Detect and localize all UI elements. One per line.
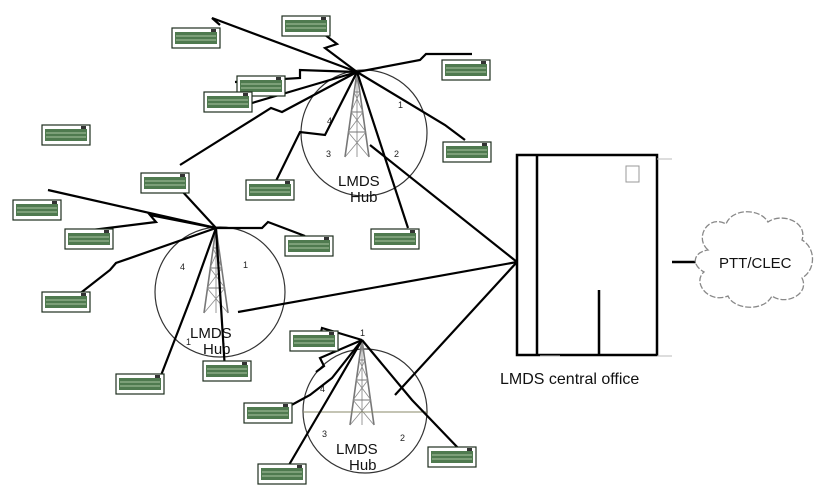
subscriber-terminal-icon	[427, 446, 477, 468]
hub-2-label-line1: LMDS	[190, 325, 232, 342]
hub-3-sector-label: 4	[320, 384, 325, 394]
lightning-link-icon	[216, 220, 306, 238]
subscriber-terminal-icon	[289, 330, 339, 352]
lightning-link-icon	[77, 226, 217, 296]
hub-2: LMDS Hub 1 4 1	[47, 177, 306, 379]
subscriber-terminal-icon	[370, 228, 420, 250]
subscriber-terminal-icon	[441, 59, 491, 81]
central-office-outline	[515, 153, 659, 357]
hub-1-sector-label: 1	[398, 100, 403, 110]
lightning-link-icon	[158, 227, 218, 379]
hub-3-label-line2: Hub	[349, 457, 377, 474]
hub-3-label-line1: LMDS	[336, 441, 378, 458]
lightning-link-icon	[211, 16, 358, 74]
hub-2-sector-label: 4	[180, 262, 185, 272]
subscriber-terminal-icon	[171, 27, 221, 49]
lightning-link-icon	[273, 71, 358, 186]
central-office-window	[625, 165, 640, 183]
hub-1-label-line2: Hub	[350, 189, 378, 206]
hub-1-sector-label: 3	[326, 149, 331, 159]
lightning-link-icon	[91, 213, 217, 232]
cloud-label: PTT/CLEC	[719, 255, 792, 272]
lightning-link-icon	[356, 71, 466, 141]
subscriber-terminal-icon	[442, 141, 492, 163]
subscriber-terminal-icon	[257, 463, 307, 485]
subscriber-terminal-icon	[140, 172, 190, 194]
hub-1-label-line1: LMDS	[338, 173, 380, 190]
lightning-link-icon	[285, 339, 363, 409]
hub-2-sector-label: 1	[186, 337, 191, 347]
central-office-label: LMDS central office	[500, 371, 639, 388]
hub-1: LMDS Hub 1 2 3 4	[179, 16, 472, 229]
subscriber-terminal-icon	[243, 402, 293, 424]
subscriber-terminal-icon	[203, 91, 253, 113]
subscriber-terminal-icon	[284, 235, 334, 257]
lightning-link-icon	[361, 339, 461, 451]
subscriber-terminal-icon	[245, 179, 295, 201]
hub-2-sector-label: 1	[243, 260, 248, 270]
cloud-icon: PTT/CLEC	[694, 211, 814, 308]
hub-3-sector-label: 2	[400, 433, 405, 443]
lattice-tower-icon	[344, 71, 370, 158]
subscriber-terminal-icon	[41, 124, 91, 146]
subscriber-terminal-icon	[41, 291, 91, 313]
lightning-link-icon	[355, 71, 410, 229]
hub-2-backbone-link	[237, 260, 518, 314]
lightning-link-icon	[214, 227, 227, 371]
lightning-link-icon	[285, 339, 363, 471]
lightning-link-icon	[315, 338, 363, 373]
hub-3-backbone-link	[394, 261, 518, 396]
subscriber-terminal-icon	[64, 228, 114, 250]
subscriber-terminals	[12, 15, 492, 485]
subscriber-terminal-icon	[281, 15, 331, 37]
hub-3-coverage-circle	[302, 348, 428, 474]
hub-1-sector-label: 2	[394, 149, 399, 159]
hub-1-backbone-link	[369, 144, 518, 263]
subscriber-terminal-icon	[202, 360, 252, 382]
backbone-links	[237, 144, 518, 396]
central-office-building-icon	[515, 153, 672, 357]
hub-2-label-line2: Hub	[203, 341, 231, 358]
lightning-link-icon	[356, 52, 472, 74]
hub-1-sector-label: 4	[327, 116, 332, 126]
subscriber-terminal-icon	[12, 199, 62, 221]
hub-3-sector-label: 3	[322, 429, 327, 439]
lightning-link-icon	[179, 71, 358, 166]
hub-3-sector-label: 1	[360, 328, 365, 338]
cloud-outline	[694, 211, 814, 308]
subscriber-terminal-icon	[115, 373, 165, 395]
